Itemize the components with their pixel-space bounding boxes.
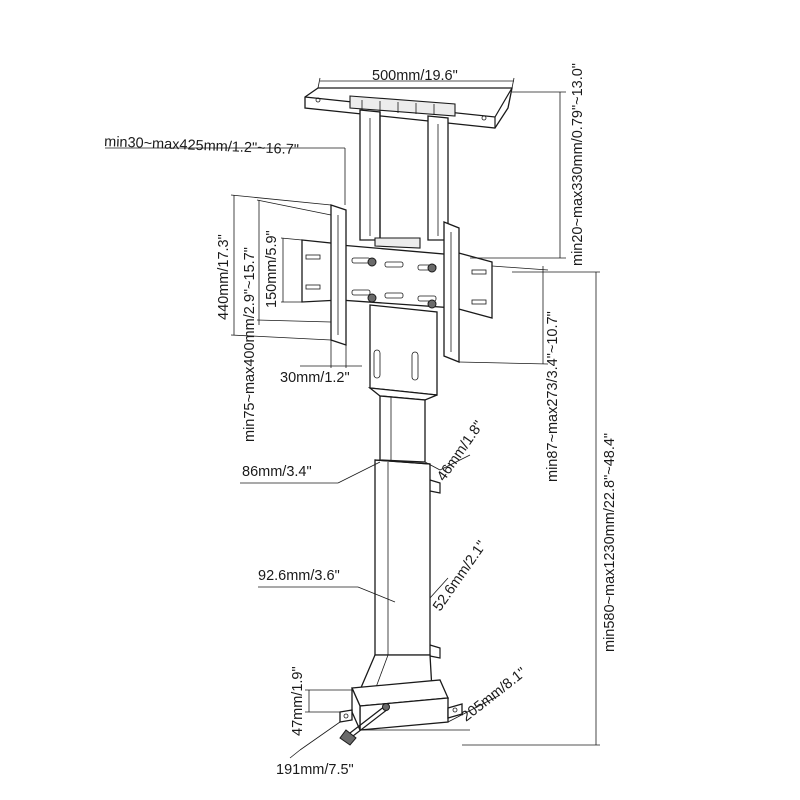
hanger-rails [359, 109, 449, 241]
label-mount-offset: min30~max425mm/1.2"~16.7" [104, 134, 299, 158]
ceiling-bracket [304, 87, 513, 129]
vesa-mount-plate [301, 204, 493, 363]
label-base-height: 47mm/1.9" [290, 666, 306, 736]
label-lower-tube-depth: 52.6mm/2.1" [430, 538, 490, 614]
tv-lift-drawing [301, 87, 513, 746]
label-total-height: min580~max1230mm/22.8"~48.4" [602, 433, 618, 652]
label-upper-tube-depth: 46mm/1.8" [434, 418, 487, 484]
label-lower-tube-width: 92.6mm/3.6" [258, 568, 340, 584]
lower-tube [374, 459, 441, 659]
label-upper-tube-width: 86mm/3.4" [242, 464, 312, 480]
label-inner-height: 150mm/5.9" [264, 230, 280, 308]
column-head [367, 304, 438, 401]
label-top-bracket-width: 500mm/19.6" [372, 68, 458, 84]
label-vesa-horizontal: min87~max273/3.4"~10.7" [545, 311, 561, 482]
label-base-width: 191mm/7.5" [276, 762, 354, 778]
label-vesa-vertical: min75~max400mm/2.9"~15.7" [242, 247, 258, 442]
base-box [339, 679, 463, 731]
dimension-lines [105, 77, 600, 759]
upper-tube [379, 395, 426, 463]
label-arm-depth: 30mm/1.2" [280, 370, 350, 386]
label-arm-height: 440mm/17.3" [216, 234, 232, 320]
crank-handle [339, 703, 390, 746]
label-ceiling-drop: min20~max330mm/0.79"~13.0" [570, 63, 586, 266]
label-base-depth: 205mm/8.1" [459, 665, 530, 725]
